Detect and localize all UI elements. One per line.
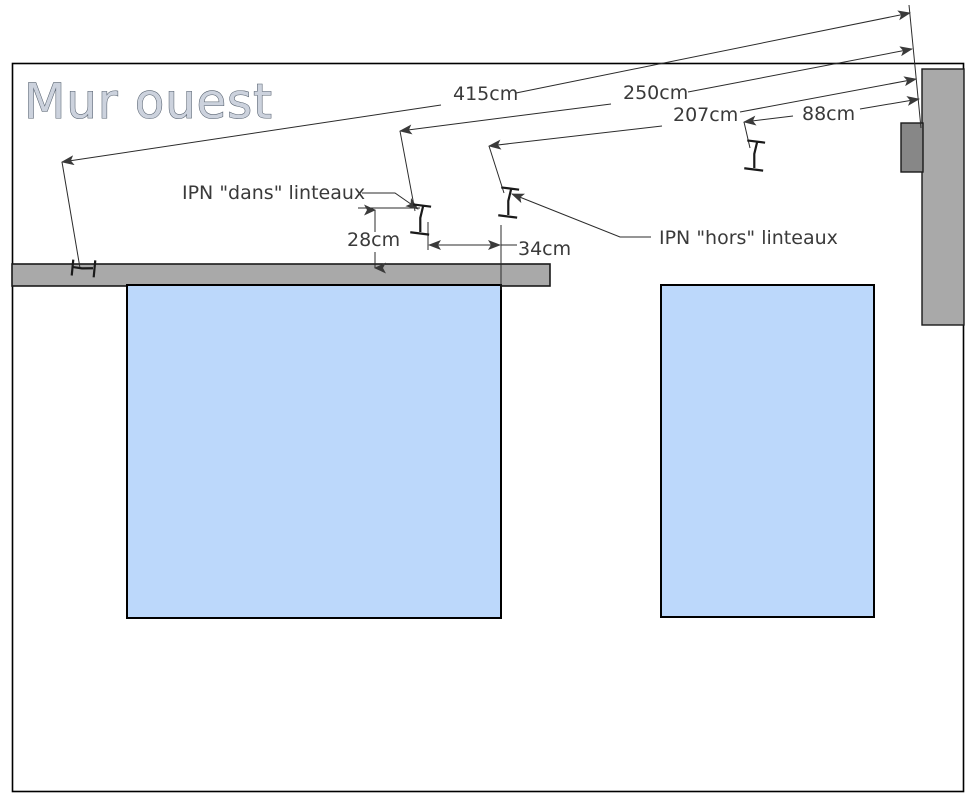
dim-label-28: 28cm xyxy=(347,229,400,251)
extension-line-right-ipn xyxy=(743,121,751,149)
dim-line-207-left xyxy=(488,125,663,150)
dim-line-415-left xyxy=(61,104,442,166)
extension-line-right xyxy=(908,4,922,129)
dark-block xyxy=(900,122,924,173)
window-left xyxy=(126,284,502,619)
dim-line-415-right xyxy=(515,10,911,94)
leader-line-ipn-hors xyxy=(511,193,651,238)
note-ipn-hors-label: IPN "hors" linteaux xyxy=(659,227,838,249)
dim-label-207: 207cm xyxy=(673,104,738,126)
dim-line-250-right xyxy=(687,46,913,93)
window-right xyxy=(660,284,875,618)
dim-label-34: 34cm xyxy=(518,238,571,260)
dim-label-415: 415cm xyxy=(453,83,518,105)
dim-line-250-left xyxy=(399,103,612,135)
extension-line-mid1 xyxy=(399,130,416,212)
extension-line-mid2 xyxy=(488,145,505,194)
dim-label-250: 250cm xyxy=(623,82,688,104)
dim-line-207-right xyxy=(739,76,917,113)
dim-label-88: 88cm xyxy=(802,103,855,125)
right-wall xyxy=(921,68,965,326)
dim-line-88-right xyxy=(859,96,920,110)
ipn-beam-mid-2 xyxy=(497,186,521,219)
note-ipn-dans-label: IPN "dans" linteaux xyxy=(182,182,365,204)
page-title: Mur ouest xyxy=(24,74,273,130)
drawing-frame xyxy=(11,62,965,793)
dim-line-88-left xyxy=(743,115,794,126)
ipn-beam-right xyxy=(743,139,767,172)
leader-line-ipn-dans xyxy=(362,192,419,210)
extension-line-left xyxy=(61,161,81,269)
